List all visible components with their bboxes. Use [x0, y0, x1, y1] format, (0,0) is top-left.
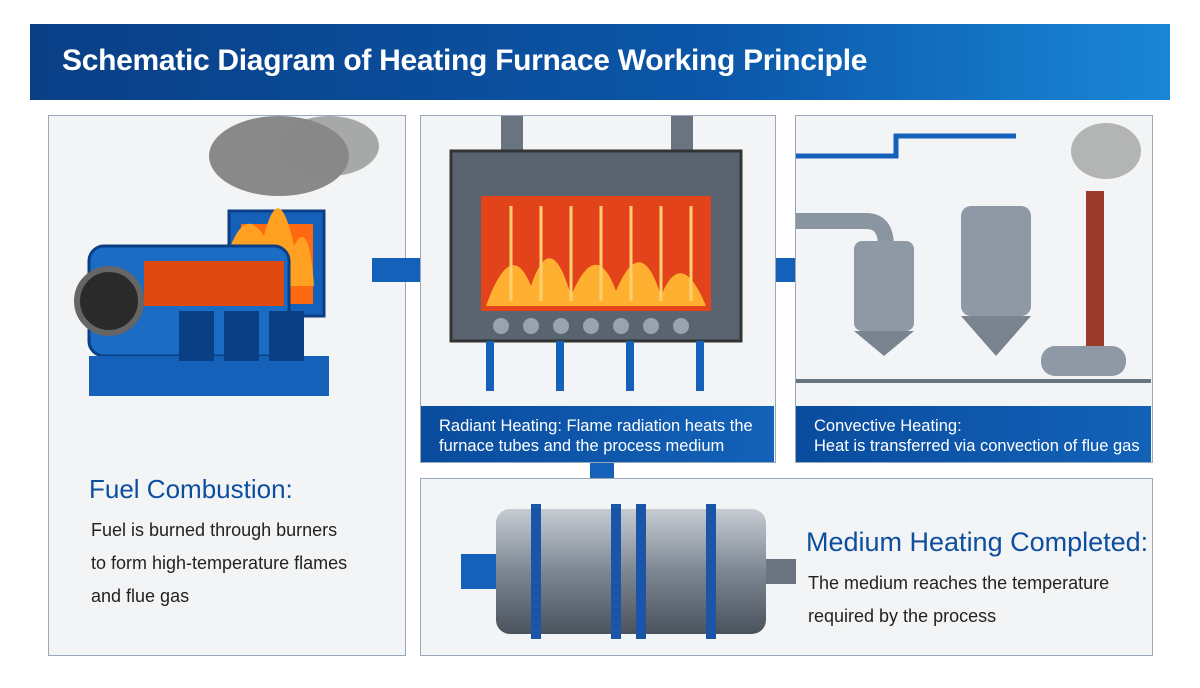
completed-line: The medium reaches the temperature [808, 573, 1110, 593]
combustion-line: Fuel is burned through burners [91, 520, 338, 540]
radiant-caption: Radiant Heating: Flame radiation heats t… [421, 406, 774, 462]
combustion-line: to form high-temperature flames [91, 553, 348, 573]
combustion-description: Fuel is burned through burners to form h… [91, 514, 347, 613]
heated-cylinder-illustration [461, 504, 796, 639]
convective-caption: Convective Heating: Heat is transferred … [796, 406, 1151, 462]
completed-heading: Medium Heating Completed: [806, 527, 1149, 557]
radiant-caption-line: Radiant Heating: Flame radiation heats t… [439, 417, 753, 435]
panel-medium-heating-completed: Medium Heating Completed: The medium rea… [420, 478, 1153, 656]
convective-caption-line: Convective Heating: [814, 417, 962, 435]
convective-caption-line: Heat is transferred via convection of fl… [814, 437, 1140, 455]
convection-tower-illustration [796, 123, 1151, 383]
burner-illustration [74, 116, 379, 396]
panel-convective-heating: Convective Heating: Heat is transferred … [795, 115, 1153, 463]
panel-radiant-heating: Radiant Heating: Flame radiation heats t… [420, 115, 776, 463]
title-banner: Schematic Diagram of Heating Furnace Wor… [30, 24, 1170, 100]
combustion-line: and flue gas [91, 586, 190, 606]
furnace-illustration [449, 116, 743, 391]
completed-description: The medium reaches the temperature requi… [808, 567, 1109, 633]
page-title: Schematic Diagram of Heating Furnace Wor… [62, 44, 868, 77]
smoke-icon [1071, 123, 1141, 179]
combustion-heading: Fuel Combustion: [89, 474, 293, 504]
radiant-caption-line: furnace tubes and the process medium [439, 437, 725, 455]
panel-fuel-combustion: Fuel Combustion: Fuel is burned through … [48, 115, 406, 656]
completed-line: required by the process [808, 606, 997, 626]
